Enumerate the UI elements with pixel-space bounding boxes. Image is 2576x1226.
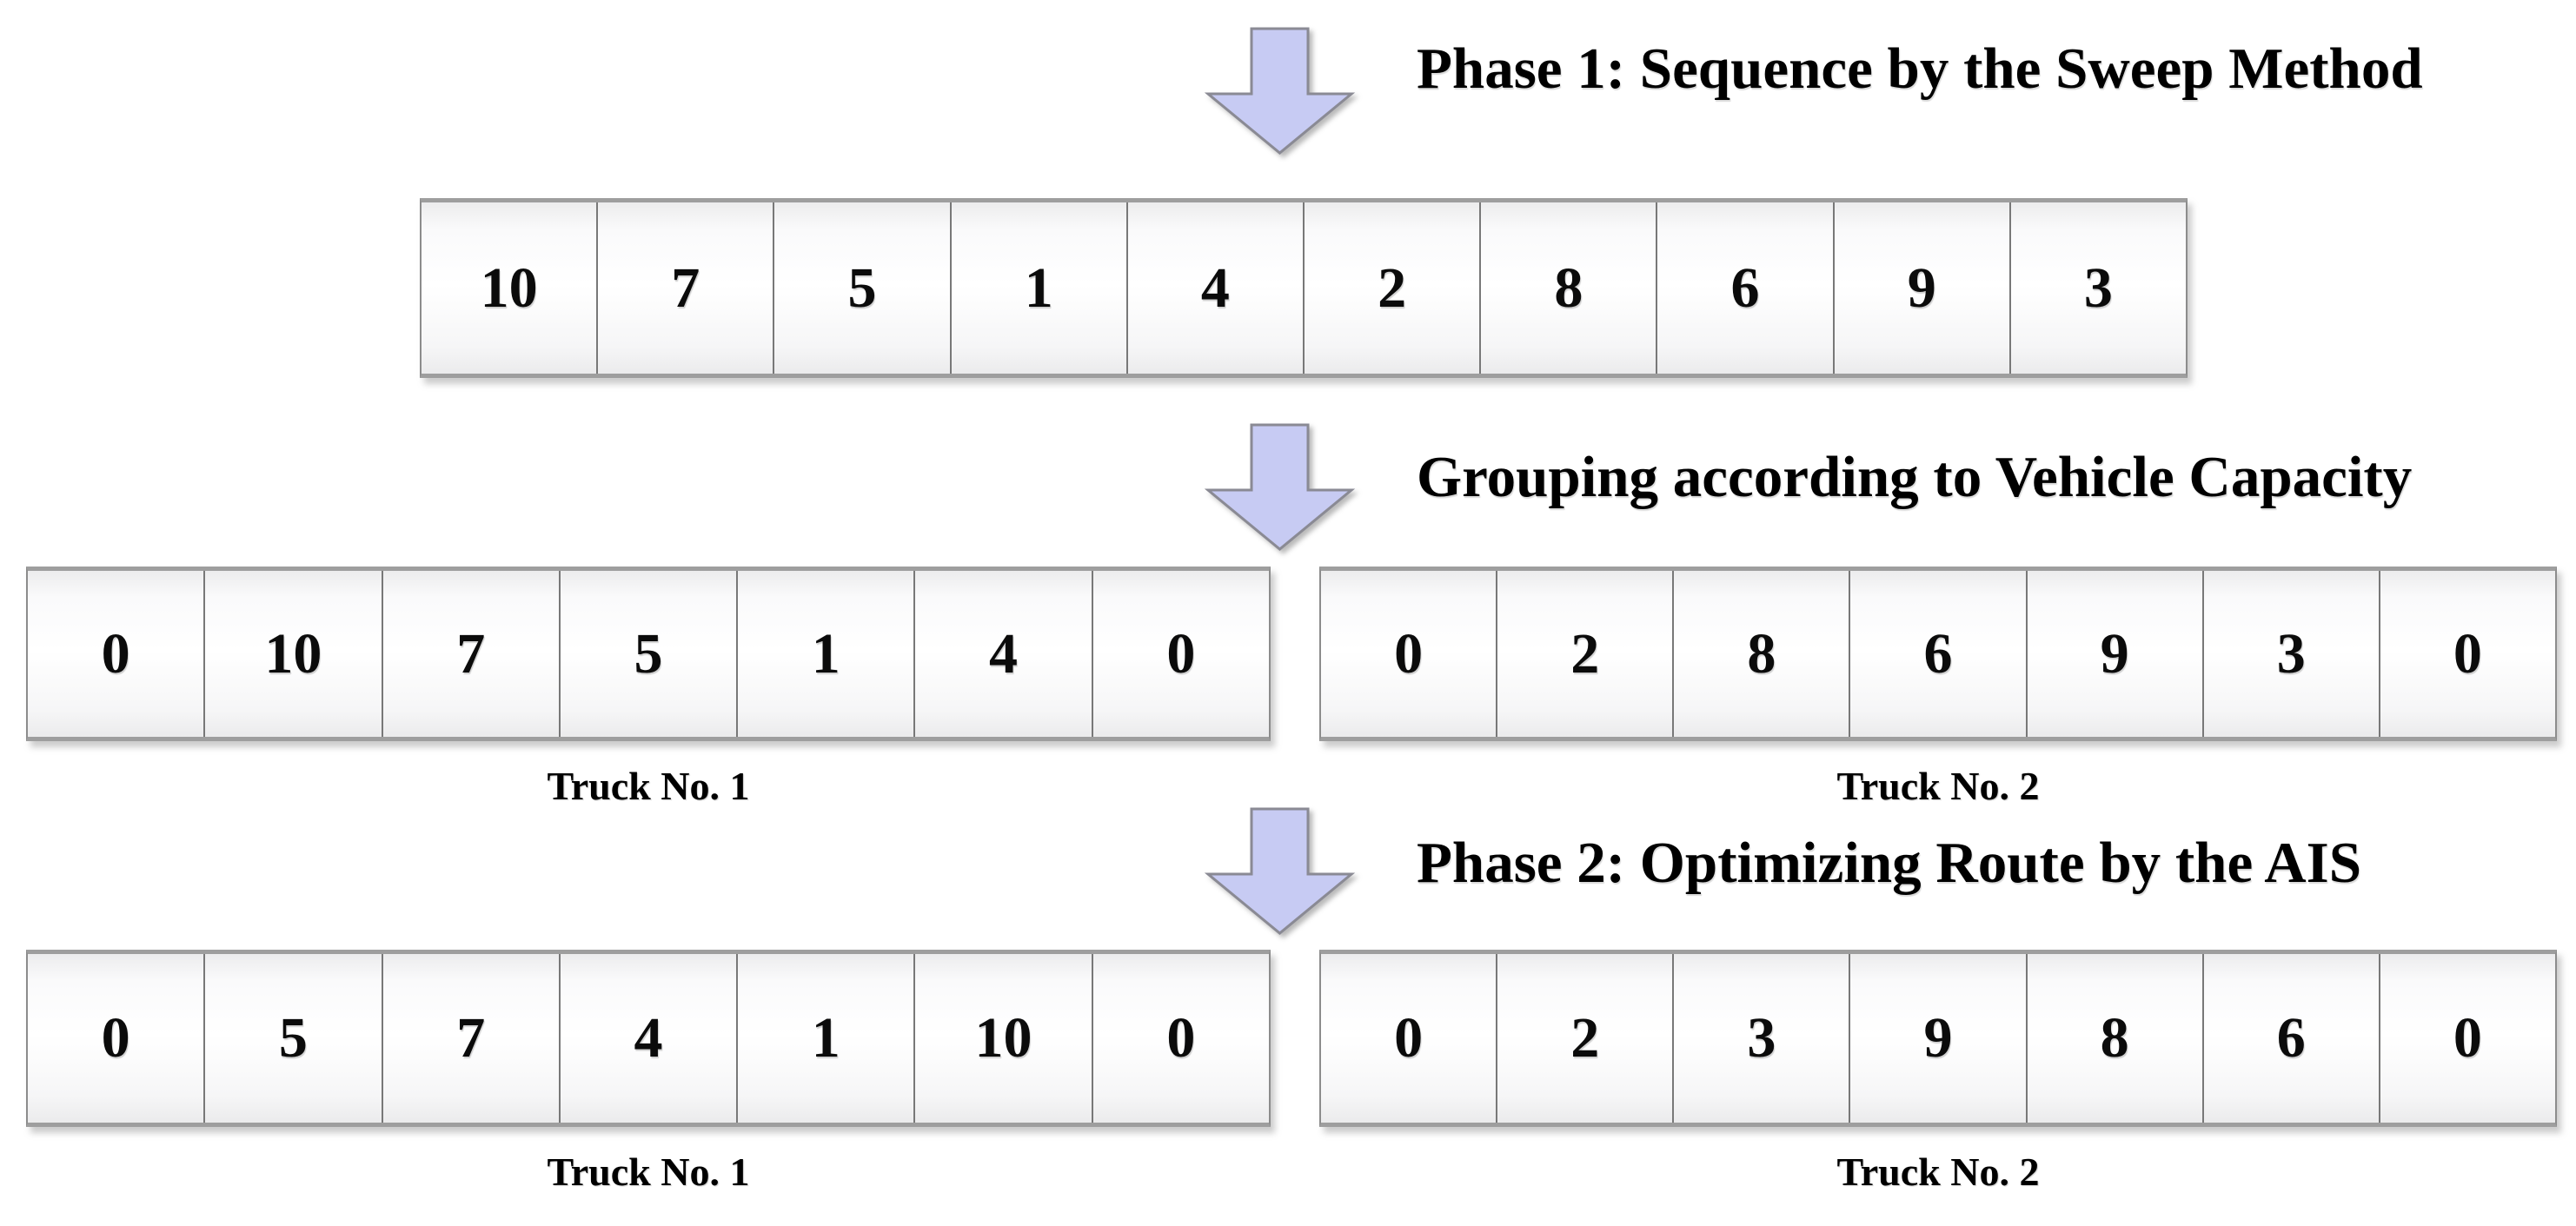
route-cell: 0 (2378, 571, 2555, 737)
sequence-cell: 9 (1832, 202, 2009, 374)
sequence-cell: 2 (1303, 202, 1480, 374)
sequence-cell: 5 (773, 202, 950, 374)
route-cell: 7 (381, 954, 559, 1123)
cell-value: 0 (101, 1006, 130, 1070)
sweep-sequence-row: 10 7 5 1 4 2 8 6 9 3 (420, 198, 2188, 378)
cell-value: 8 (1747, 621, 1776, 686)
route-cell: 6 (1849, 571, 2026, 737)
route-cell: 8 (1672, 571, 1849, 737)
cell-value: 6 (1730, 255, 1760, 320)
cell-value: 1 (811, 621, 840, 686)
sequence-cell: 6 (1656, 202, 1833, 374)
route-cell: 9 (1849, 954, 2026, 1123)
route-cell: 9 (2025, 571, 2202, 737)
route-cell: 0 (2378, 954, 2555, 1123)
cell-value: 9 (2100, 621, 2129, 686)
sequence-cell: 10 (422, 202, 597, 374)
sequence-cell: 4 (1125, 202, 1304, 374)
grouping-heading: Grouping according to Vehicle Capacity (1417, 445, 2413, 509)
cell-value: 8 (2100, 1006, 2129, 1070)
cell-value: 3 (1747, 1006, 1776, 1070)
route-cell: 0 (1091, 954, 1269, 1123)
cell-value: 0 (1394, 1006, 1424, 1070)
cell-value: 10 (974, 1006, 1032, 1070)
down-arrow-icon (1204, 423, 1356, 551)
optimized-truck2-label: Truck No. 2 (1836, 1150, 2040, 1194)
cell-value: 8 (1554, 255, 1583, 320)
cell-value: 0 (1166, 621, 1196, 686)
down-arrow-icon (1204, 422, 1356, 553)
route-cell: 4 (558, 954, 737, 1123)
cell-value: 9 (1907, 255, 1936, 320)
cell-value: 4 (634, 1006, 663, 1070)
route-cell: 0 (1321, 571, 1497, 737)
phase1-heading: Phase 1: Sequence by the Sweep Method (1417, 36, 2423, 101)
down-arrow-icon (1204, 807, 1356, 935)
optimized-truck1-row: 0 5 7 4 1 10 0 (26, 950, 1271, 1127)
cell-value: 2 (1378, 255, 1407, 320)
grouped-truck2-row: 0 2 8 6 9 3 0 (1319, 567, 2557, 741)
sequence-cell: 8 (1479, 202, 1656, 374)
cell-value: 2 (1570, 621, 1600, 686)
route-cell: 10 (203, 571, 382, 737)
route-cell: 3 (2201, 571, 2379, 737)
down-arrow-icon (1204, 26, 1356, 156)
sequence-cell: 3 (2008, 202, 2187, 374)
cell-value: 0 (2453, 1006, 2482, 1070)
route-cell: 1 (736, 571, 914, 737)
route-cell: 5 (203, 954, 382, 1123)
route-cell: 5 (558, 571, 737, 737)
grouped-truck1-label: Truck No. 1 (547, 764, 750, 808)
cell-value: 6 (1923, 621, 1953, 686)
route-cell: 3 (1672, 954, 1849, 1123)
route-cell: 6 (2201, 954, 2379, 1123)
route-cell: 8 (2025, 954, 2202, 1123)
cell-value: 2 (1570, 1006, 1600, 1070)
cell-value: 5 (634, 621, 663, 686)
cell-value: 0 (1394, 621, 1424, 686)
sequence-cell: 1 (949, 202, 1126, 374)
cell-value: 10 (480, 255, 538, 320)
cell-value: 7 (456, 621, 486, 686)
cell-value: 6 (2276, 1006, 2306, 1070)
cell-value: 0 (1166, 1006, 1196, 1070)
route-cell: 2 (1496, 571, 1673, 737)
route-cell: 0 (1321, 954, 1497, 1123)
route-cell: 0 (28, 954, 204, 1123)
route-cell: 0 (1091, 571, 1269, 737)
cell-value: 3 (2083, 255, 2113, 320)
grouped-truck2-label: Truck No. 2 (1836, 764, 2040, 808)
route-cell: 10 (913, 954, 1092, 1123)
grouped-truck1-row: 0 10 7 5 1 4 0 (26, 567, 1271, 741)
route-cell: 0 (28, 571, 204, 737)
cell-value: 5 (847, 255, 877, 320)
cell-value: 9 (1923, 1006, 1953, 1070)
phase2-heading: Phase 2: Optimizing Route by the AIS (1417, 831, 2361, 895)
cell-value: 0 (101, 621, 130, 686)
optimized-truck2-row: 0 2 3 9 8 6 0 (1319, 950, 2557, 1127)
cell-value: 7 (671, 255, 700, 320)
sequence-cell: 7 (596, 202, 773, 374)
cell-value: 0 (2453, 621, 2482, 686)
cell-value: 7 (456, 1006, 486, 1070)
cell-value: 1 (811, 1006, 840, 1070)
route-cell: 2 (1496, 954, 1673, 1123)
cell-value: 4 (1200, 255, 1230, 320)
down-arrow-icon (1204, 806, 1356, 937)
route-cell: 7 (381, 571, 559, 737)
route-cell: 1 (736, 954, 914, 1123)
cell-value: 10 (264, 621, 322, 686)
cell-value: 1 (1024, 255, 1053, 320)
down-arrow-icon (1204, 27, 1356, 155)
cell-value: 3 (2276, 621, 2306, 686)
cell-value: 5 (278, 1006, 308, 1070)
cell-value: 4 (989, 621, 1019, 686)
optimized-truck1-label: Truck No. 1 (547, 1150, 750, 1194)
route-cell: 4 (913, 571, 1092, 737)
